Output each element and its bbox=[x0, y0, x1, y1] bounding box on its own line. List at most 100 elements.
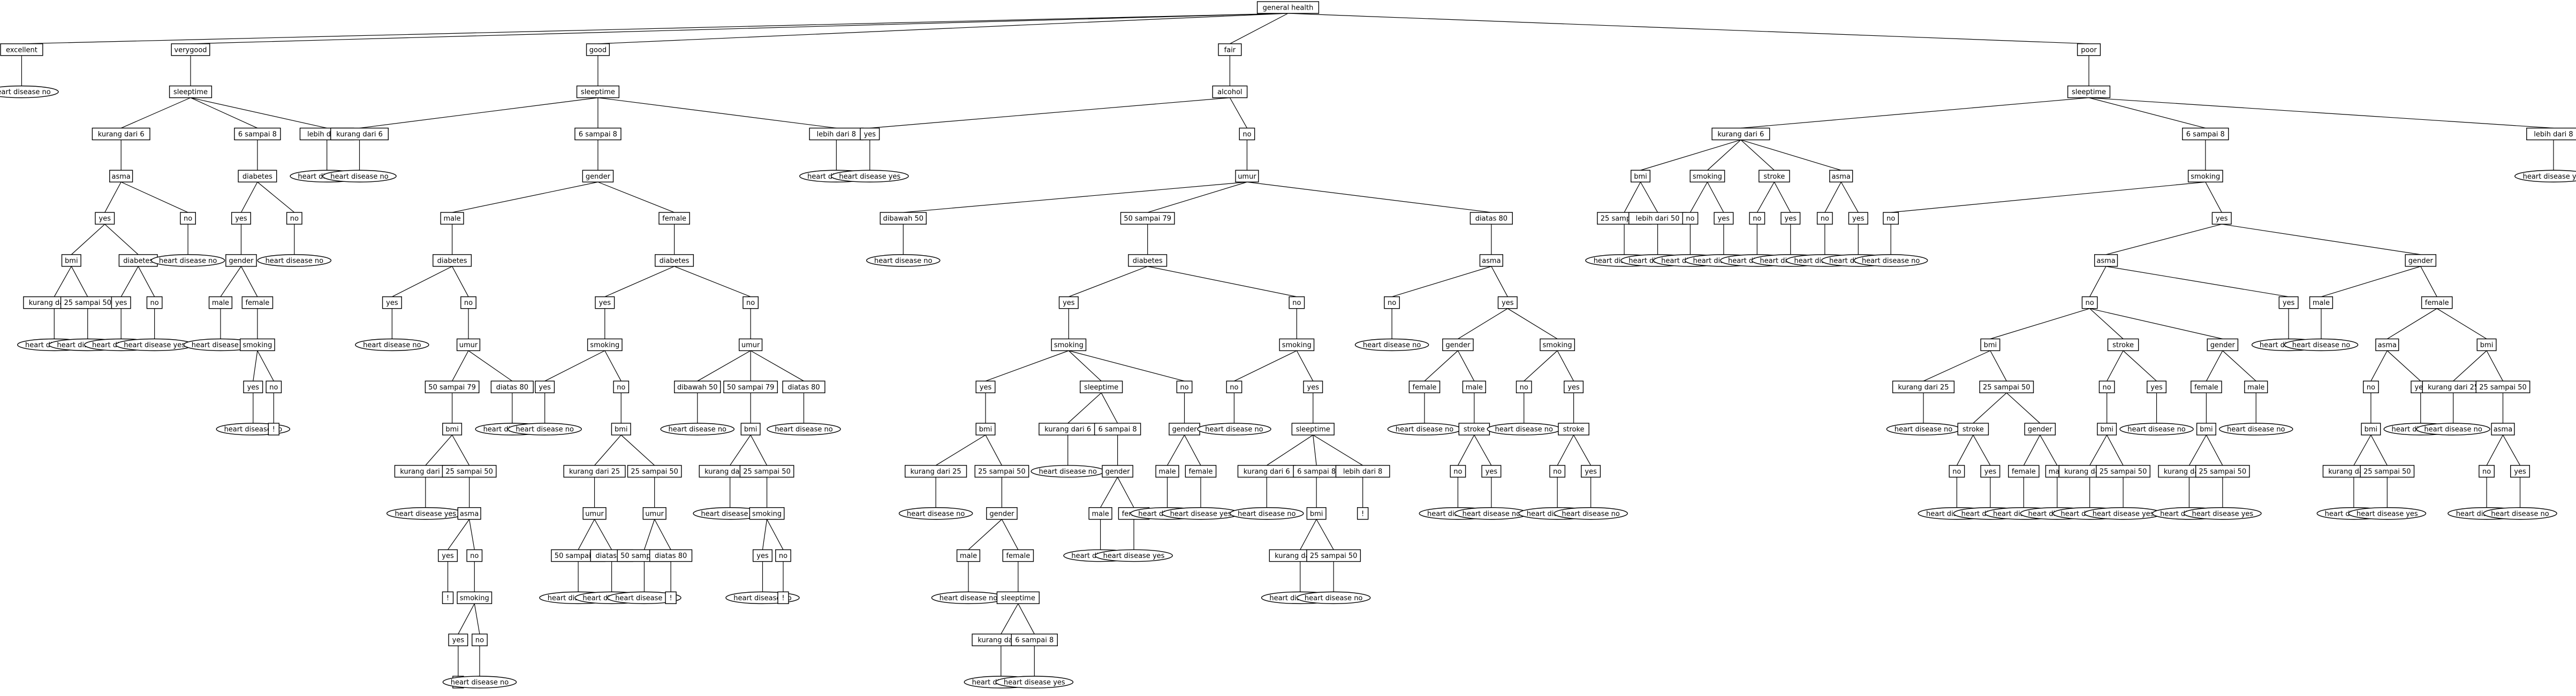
decision-node-sleeptime: sleeptime bbox=[576, 85, 620, 98]
tree-edge bbox=[2089, 308, 2124, 339]
node-label: bmi bbox=[1310, 510, 1323, 518]
node-label: gender bbox=[2210, 341, 2236, 349]
decision-node-stroke: stroke bbox=[2107, 338, 2139, 351]
decision-node-lebih-dari-8: lebih dari 8 bbox=[809, 127, 864, 141]
tree-edge bbox=[120, 181, 188, 213]
decision-node-yes: yes bbox=[1481, 465, 1502, 478]
node-label: 25 sampai 50 bbox=[2100, 468, 2147, 476]
node-box bbox=[169, 85, 213, 98]
tree-edge bbox=[1774, 181, 1791, 213]
decision-node-no: no bbox=[2098, 380, 2115, 394]
node-label: bmi bbox=[979, 426, 992, 434]
node-label: diabetes bbox=[123, 257, 153, 265]
decision-node-asma: asma bbox=[109, 170, 133, 182]
node-label: 6 sampai 8 bbox=[238, 131, 277, 139]
node-label: heart disease no bbox=[940, 594, 998, 602]
node-label: 25 sampai 50 bbox=[1310, 552, 1358, 560]
tree-edge bbox=[1740, 139, 1842, 171]
decision-node-yes: yes bbox=[975, 380, 996, 394]
node-label: no bbox=[1821, 215, 1829, 223]
decision-node-25-sampai-50: 25 sampai 50 bbox=[974, 465, 1029, 478]
decision-node-fair: fair bbox=[1218, 43, 1242, 56]
node-box bbox=[442, 423, 463, 435]
decision-node-kurang-dari-25: kurang dari 25 bbox=[563, 465, 626, 478]
leaf-node-heart-disease-no: heart disease no bbox=[660, 423, 735, 435]
node-label: diabetes bbox=[437, 257, 467, 265]
node-box bbox=[2526, 127, 2576, 141]
decision-node-asma: asma bbox=[2094, 254, 2118, 267]
decision-node-gender: gender bbox=[1442, 338, 1474, 351]
tree-edge bbox=[604, 350, 622, 381]
tree-edge bbox=[1756, 181, 1775, 213]
tree-edge bbox=[104, 224, 139, 255]
tree-edge bbox=[1689, 181, 1708, 213]
node-label: gender bbox=[1172, 426, 1197, 434]
leaf-ellipse bbox=[1554, 507, 1628, 520]
decision-node-diabetes: diabetes bbox=[1128, 254, 1168, 267]
leaf-node-heart-disease-no: heart disease no bbox=[1031, 465, 1105, 478]
decision-node-diabetes: diabetes bbox=[655, 254, 694, 267]
node-box bbox=[582, 507, 607, 520]
node-label: no bbox=[1230, 384, 1238, 392]
tree-edge bbox=[120, 97, 191, 128]
node-box bbox=[777, 591, 789, 605]
leaf-ellipse bbox=[607, 591, 681, 605]
node-label: yes bbox=[1852, 215, 1865, 223]
tree-edge bbox=[1100, 477, 1118, 508]
node-box bbox=[613, 380, 630, 394]
node-label: heart disease no bbox=[1363, 341, 1421, 349]
leaf-node-heart-disease-no: heart disease no bbox=[1354, 338, 1429, 351]
decision-node-gender: gender bbox=[225, 254, 257, 267]
tree-edge bbox=[190, 97, 327, 129]
node-label: asma bbox=[112, 173, 131, 181]
tree-edge bbox=[578, 519, 595, 550]
node-box bbox=[723, 380, 778, 394]
tree-edge bbox=[2386, 308, 2437, 340]
node-label: no bbox=[2482, 468, 2491, 476]
decision-node-dibawah-50: dibawah 50 bbox=[880, 212, 927, 225]
decision-node-warning: ! bbox=[665, 591, 677, 605]
node-label: stroke bbox=[1963, 426, 1984, 434]
decision-node-kurang-dari-25: kurang dari 25 bbox=[905, 465, 967, 478]
node-box bbox=[975, 423, 996, 435]
node-box bbox=[658, 212, 690, 225]
node-label: yes bbox=[452, 637, 465, 645]
node-label: heart disease no bbox=[907, 510, 965, 518]
node-label: no bbox=[1686, 215, 1694, 223]
decision-node-verygood: verygood bbox=[171, 43, 210, 56]
leaf-node-heart-disease-no: heart disease no bbox=[1853, 254, 1928, 267]
node-box bbox=[880, 212, 927, 225]
tree-edge bbox=[2436, 308, 2487, 340]
node-box bbox=[1949, 465, 1965, 478]
node-box bbox=[0, 43, 43, 56]
node-label: kurang dari 6 bbox=[1717, 131, 1764, 139]
tree-edge bbox=[2040, 434, 2058, 466]
node-label: yes bbox=[2150, 384, 2163, 392]
decision-node-bmi: bmi bbox=[2097, 423, 2117, 435]
tree-edge bbox=[1624, 181, 1641, 213]
decision-node-6-sampai-8: 6 sampai 8 bbox=[574, 127, 622, 141]
leaf-node-heart-disease-no: heart disease no bbox=[1454, 507, 1529, 520]
node-label: heart disease no bbox=[775, 426, 833, 434]
node-box bbox=[472, 633, 488, 646]
node-box bbox=[2510, 465, 2530, 478]
decision-node-diabetes: diabetes bbox=[433, 254, 472, 267]
decision-node-25-sampai-50: 25 sampai 50 bbox=[442, 465, 497, 478]
tree-edge bbox=[452, 434, 470, 466]
leaf-ellipse bbox=[1095, 549, 1173, 562]
decision-node-male: male bbox=[208, 296, 233, 309]
leaf-ellipse bbox=[767, 423, 841, 435]
tree-edge bbox=[643, 519, 655, 550]
node-label: male bbox=[2247, 384, 2264, 392]
tree-edge bbox=[1740, 139, 1775, 171]
node-label: diatas 80 bbox=[1475, 215, 1507, 223]
decision-node-no: no bbox=[466, 549, 483, 562]
node-box bbox=[1408, 380, 1441, 394]
node-box bbox=[440, 212, 464, 225]
node-box bbox=[1289, 296, 1305, 309]
node-label: diatas 80 bbox=[787, 384, 820, 392]
decision-node-smoking: smoking bbox=[1540, 338, 1575, 351]
node-box bbox=[425, 380, 480, 394]
node-label: heart disease no bbox=[2227, 426, 2285, 434]
node-label: smoking bbox=[460, 594, 489, 602]
